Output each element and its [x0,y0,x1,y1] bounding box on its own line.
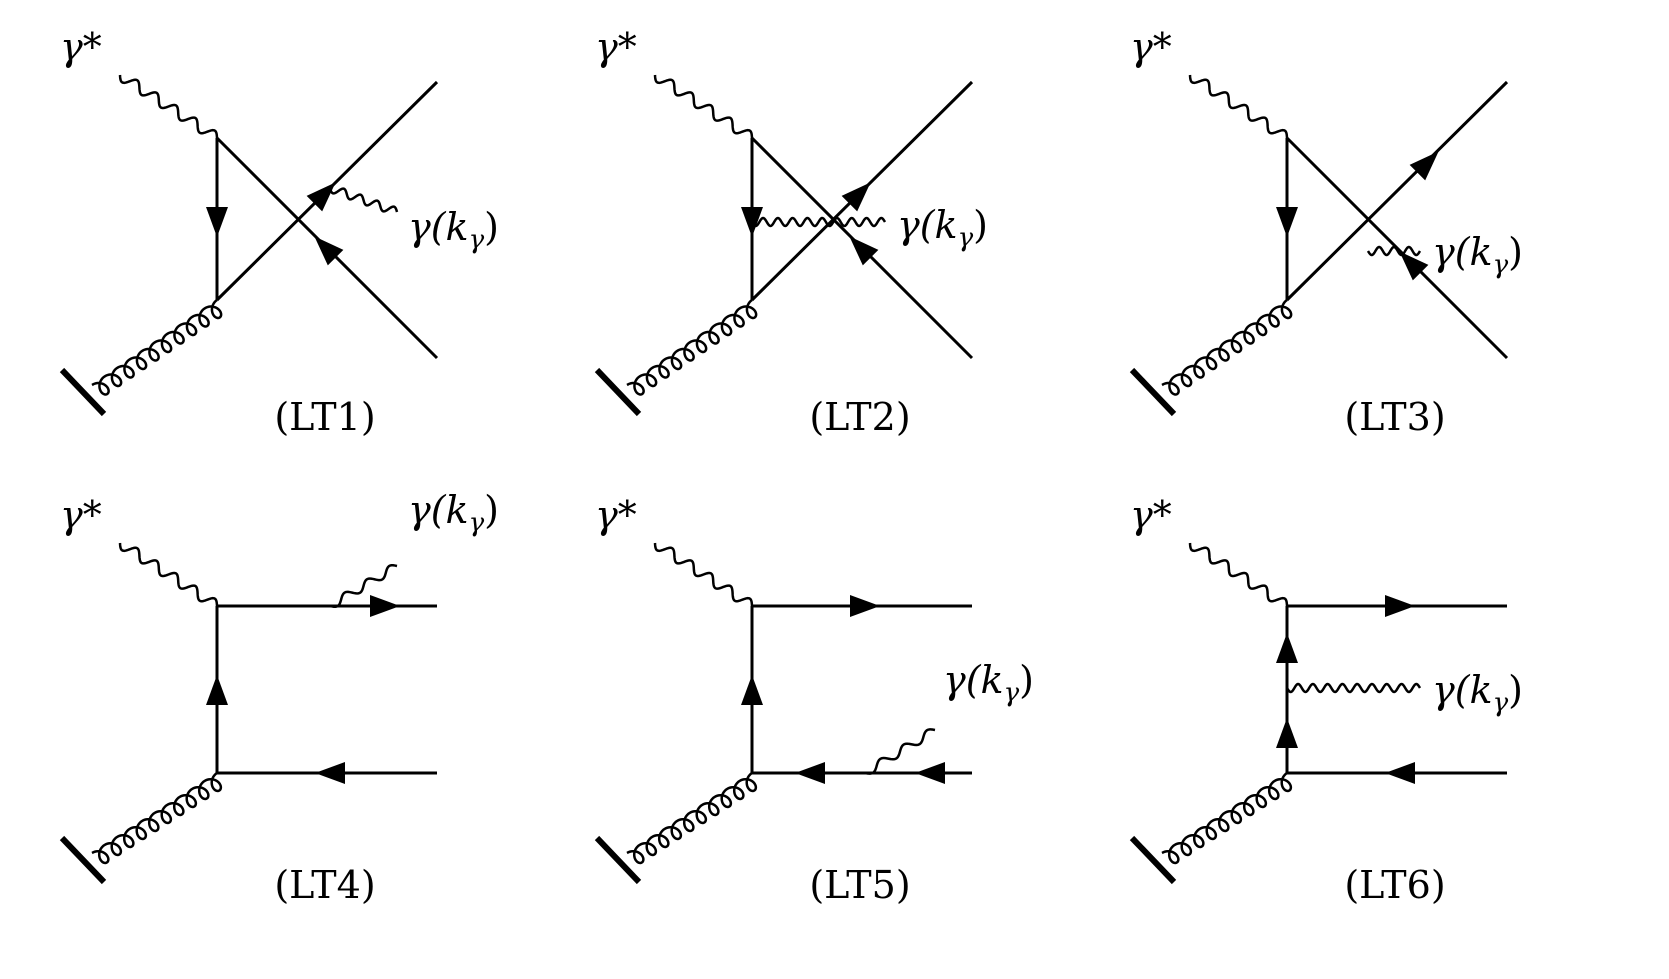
photon-gamma: γ( [1432,230,1471,274]
diagram-caption: (LT4) [274,863,375,907]
diagram-lt3: γ* γ(kγ) (LT3) [1129,25,1523,439]
real-photon-line [864,728,936,775]
proton-target-bar [1129,835,1177,885]
diagram-lt6: γ* γ(kγ) (LT6) [1129,493,1523,907]
real-photon-label: γ(kγ) [408,488,499,538]
gluon-line [91,299,223,396]
quark-arrow [1276,207,1298,237]
quark-arrow [370,595,400,617]
quark-arrow [1409,151,1439,181]
photon-momentum: k [446,205,469,249]
photon-subscript: γ [469,508,485,538]
quark-arrow [1385,595,1415,617]
virtual-photon-label: γ* [595,493,637,537]
diagram-caption: (LT6) [1344,863,1445,907]
quark-arrow [206,207,228,237]
photon-subscript: γ [1004,678,1020,708]
photon-gamma: γ( [943,658,982,702]
antiquark-arrow [1399,251,1429,281]
quark-arrow [1276,718,1298,748]
antiquark-arrow [849,236,879,266]
gluon-line [1161,771,1293,865]
proton-target-bar [594,835,642,885]
virtual-photon-line [653,74,754,139]
quark-line [1285,80,1509,302]
quark-arrow [850,595,880,617]
proton-target-bar [59,367,107,417]
proton-target-bar [1129,367,1177,417]
photon-gamma: γ( [408,488,447,532]
virtual-photon-line [1188,542,1289,607]
virtual-photon-label: γ* [60,25,102,69]
real-photon-line [329,563,398,609]
photon-paren: ) [484,205,499,249]
diagram-caption: (LT1) [274,395,375,439]
antiquark-arrow [795,762,825,784]
gluon-line [91,771,223,865]
photon-gamma: γ( [408,205,447,249]
virtual-photon-label: γ* [1130,493,1172,537]
photon-paren: ) [484,488,499,532]
antiquark-arrow [1385,762,1415,784]
photon-paren: ) [1019,658,1034,702]
diagram-caption: (LT2) [809,395,910,439]
virtual-photon-line [118,542,219,607]
virtual-photon-line [653,542,754,607]
diagram-lt1: γ* γ(kγ) (LT1) [59,25,499,439]
real-photon-label: γ(kγ) [943,658,1034,708]
real-photon-label: γ(kγ) [1432,668,1523,718]
photon-paren: ) [1508,230,1523,274]
photon-subscript: γ [1493,688,1509,718]
virtual-photon-label: γ* [1130,25,1172,69]
real-photon-label: γ(kγ) [897,203,988,253]
photon-momentum: k [1470,230,1493,274]
photon-subscript: γ [469,225,485,255]
photon-subscript: γ [1493,250,1509,280]
gluon-line [626,299,758,396]
quark-arrow [1276,633,1298,663]
antiquark-arrow [315,762,345,784]
proton-target-bar [594,367,642,417]
real-photon-line [1285,682,1422,694]
virtual-photon-label: γ* [60,493,102,537]
photon-gamma: γ( [897,203,936,247]
real-photon-line [328,187,399,213]
diagram-lt2: γ* γ(kγ) (LT2) [594,25,988,439]
gluon-line [1161,299,1293,396]
real-photon-label: γ(kγ) [1432,230,1523,280]
diagram-lt4: γ* γ(kγ) (LT4) [59,488,499,907]
virtual-photon-line [118,74,219,139]
diagram-caption: (LT3) [1344,395,1445,439]
virtual-photon-line [1188,74,1289,139]
diagram-caption: (LT5) [809,863,910,907]
real-photon-line [1366,245,1422,257]
photon-gamma: γ( [1432,668,1471,712]
real-photon-line [750,216,887,228]
photon-momentum: k [1470,668,1493,712]
photon-paren: ) [1508,668,1523,712]
virtual-photon-label: γ* [595,25,637,69]
photon-subscript: γ [958,223,974,253]
quark-arrow [741,675,763,705]
diagram-lt5: γ* γ(kγ) (LT5) [594,493,1034,907]
photon-momentum: k [935,203,958,247]
quark-arrow [841,182,871,212]
antiquark-arrow [314,236,344,266]
real-photon-label: γ(kγ) [408,205,499,255]
quark-arrow [206,675,228,705]
gluon-line [626,771,758,865]
photon-momentum: k [981,658,1004,702]
photon-paren: ) [973,203,988,247]
photon-momentum: k [446,488,469,532]
antiquark-arrow [915,762,945,784]
quark-arrow [306,182,336,212]
proton-target-bar [59,835,107,885]
